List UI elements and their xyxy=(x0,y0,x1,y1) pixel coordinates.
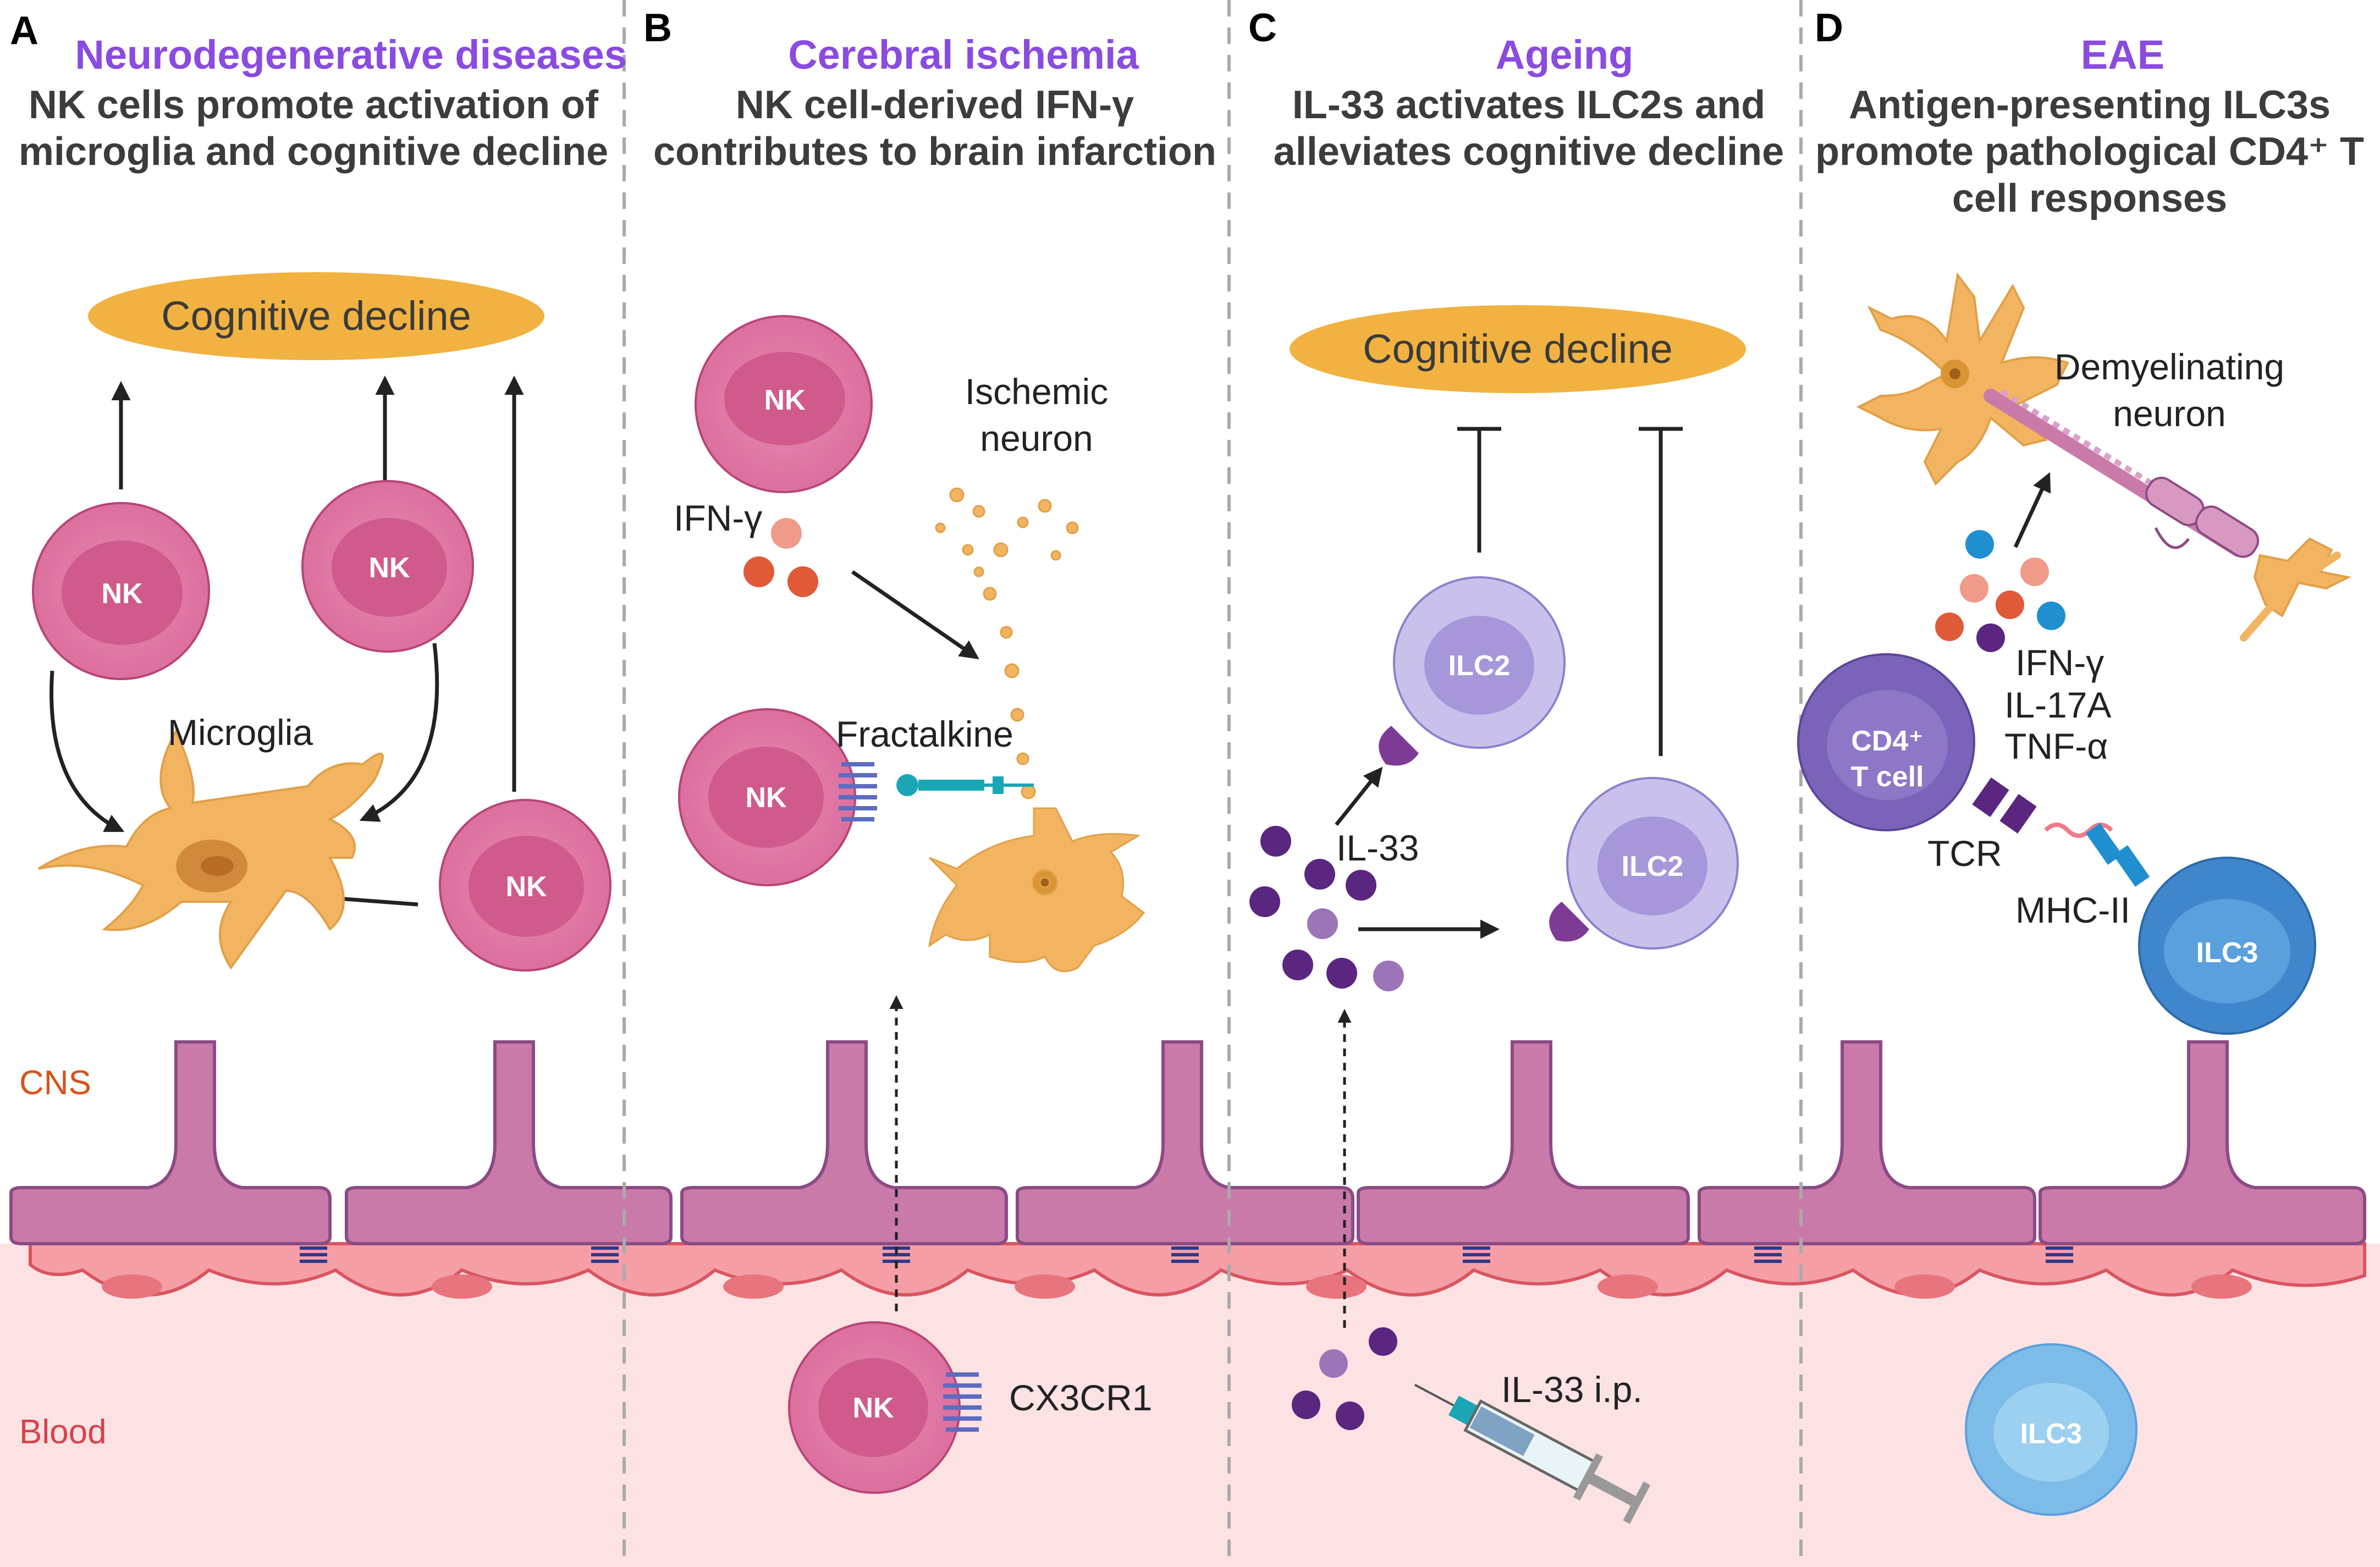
panel-dividers xyxy=(622,0,1803,1567)
cytokine-ifn: IFN-γ xyxy=(2015,642,2104,683)
nk-cell-a1: NK xyxy=(32,502,210,680)
nk-cell-b3: NK xyxy=(788,1321,961,1494)
blood-label: Blood xyxy=(19,1413,107,1451)
nk-label-b1: NK xyxy=(764,384,806,416)
panel-b-letter: B xyxy=(643,6,672,50)
ifn-dot xyxy=(743,556,774,587)
fractalkine-ligand xyxy=(896,774,1034,796)
cd4-label-2: T cell xyxy=(1851,761,1924,793)
ifn-dot xyxy=(771,518,802,549)
panel-d-subtitle-2: promote pathological CD4⁺ T xyxy=(1815,130,2364,174)
cytokine-arrow xyxy=(2013,472,2051,548)
panel-c-subtitle-1: IL-33 activates ILC2s and xyxy=(1292,83,1765,127)
mhc-ii-receptor xyxy=(2085,823,2150,887)
nk-label-a2: NK xyxy=(368,552,410,584)
ischemic-neuron-label-2: neuron xyxy=(980,418,1093,459)
nk-cell-a2: NK xyxy=(301,480,474,653)
microglia-cell xyxy=(37,729,384,970)
panel-a-subtitle-1: NK cells promote activation of xyxy=(29,83,599,127)
panel-b-title: Cerebral ischemia xyxy=(788,32,1139,78)
cx3cr1-receptor-blood xyxy=(943,1372,982,1432)
demyelinating-neuron xyxy=(1856,272,2352,642)
astrocyte-endfeet xyxy=(9,1040,2366,1245)
nk-label-b2: NK xyxy=(745,782,787,814)
panel-b-subtitle-2: contributes to brain infarction xyxy=(653,130,1216,174)
inhibition-lines xyxy=(1457,427,1683,756)
ilc3-label-1: ILC3 xyxy=(2196,937,2258,969)
panel-a-letter: A xyxy=(10,9,38,53)
microglia-label: Microglia xyxy=(168,712,313,753)
ilc3-cell-blood: ILC3 xyxy=(1965,1343,2137,1516)
cns-label: CNS xyxy=(19,1064,91,1102)
il33-dots xyxy=(1249,826,1404,991)
panel-b: B Cerebral ischemia NK cell-derived IFN-… xyxy=(643,6,1216,1494)
nk-label-a3: NK xyxy=(505,871,547,903)
il33-label: IL-33 xyxy=(1336,827,1419,868)
panel-c-title: Ageing xyxy=(1496,32,1634,78)
mhc-ii-label: MHC-II xyxy=(2015,890,2130,930)
panel-a-title: Neurodegenerative diseases xyxy=(75,32,627,78)
demyelinating-neuron-label-2: neuron xyxy=(2113,393,2226,434)
ifn-label-b: IFN-γ xyxy=(674,498,762,538)
cx3cr1-label: CX3CR1 xyxy=(1009,1377,1152,1418)
panel-c-outcome: Cognitive decline xyxy=(1363,326,1673,372)
ifn-dot xyxy=(787,566,818,597)
panel-a-outcome-oval xyxy=(88,272,544,360)
panel-a-outcome: Cognitive decline xyxy=(161,293,471,339)
panel-c-letter: C xyxy=(1248,6,1277,50)
ilc2-cell-1: ILC2 xyxy=(1393,576,1566,749)
panel-d-subtitle-3: cell responses xyxy=(1952,176,2227,220)
syringe-icon xyxy=(1414,1383,1651,1524)
cytokine-dots xyxy=(1935,530,2065,652)
panel-d-letter: D xyxy=(1815,6,1843,50)
st2-receptor xyxy=(1549,902,1589,942)
nk-cell-b2: NK xyxy=(678,708,856,886)
ilc3-cell-cns: ILC3 xyxy=(2138,857,2316,1035)
cd4-t-cell: CD4⁺ T cell xyxy=(1797,653,1975,831)
ilc2-cell-2: ILC2 xyxy=(1566,777,1739,950)
tcr-label: TCR xyxy=(1927,833,2002,874)
ilc3-label-2: ILC3 xyxy=(2020,1418,2082,1450)
cytokine-il17a: IL-17A xyxy=(2004,685,2111,725)
panel-a-subtitle-2: microglia and cognitive decline xyxy=(19,130,608,174)
il33-blood-dots xyxy=(1292,1327,1397,1430)
panel-d-title: EAE xyxy=(2081,32,2164,78)
ilc2-label-2: ILC2 xyxy=(1622,851,1684,882)
nk-label-a1: NK xyxy=(101,578,143,610)
panel-b-subtitle-1: NK cell-derived IFN-γ xyxy=(736,83,1134,127)
panel-c: C Ageing IL-33 activates ILC2s and allev… xyxy=(1248,6,1784,1524)
nk-cell-a3: NK xyxy=(439,799,611,972)
cytokine-tnf: TNF-α xyxy=(2004,726,2108,766)
ischemic-neuron xyxy=(928,487,1145,973)
cd4-label-1: CD4⁺ xyxy=(1851,725,1923,757)
il33-ip-label: IL-33 i.p. xyxy=(1501,1369,1643,1410)
demyelinating-neuron-label-1: Demyelinating xyxy=(2054,346,2284,387)
tight-junctions xyxy=(300,1246,2073,1263)
cx3cr1-receptor-b xyxy=(839,762,877,821)
fractalkine-label: Fractalkine xyxy=(836,714,1013,754)
panel-c-subtitle-2: alleviates cognitive decline xyxy=(1274,130,1784,174)
tcr-receptor xyxy=(1972,777,2113,838)
ischemic-neuron-label-1: Ischemic xyxy=(965,371,1108,412)
panel-c-outcome-oval xyxy=(1290,305,1746,393)
nk-cell-b1: NK xyxy=(695,315,873,493)
panel-d: D EAE Antigen-presenting ILC3s promote p… xyxy=(1797,6,2364,1516)
ilc2-label-1: ILC2 xyxy=(1448,650,1511,682)
nk-label-b3: NK xyxy=(852,1392,894,1424)
panel-a: A Neurodegenerative diseases NK cells pr… xyxy=(10,9,627,972)
st2-receptor xyxy=(1379,726,1419,766)
panel-d-subtitle-1: Antigen-presenting ILC3s xyxy=(1849,83,2331,127)
endothelium xyxy=(29,1242,2366,1299)
